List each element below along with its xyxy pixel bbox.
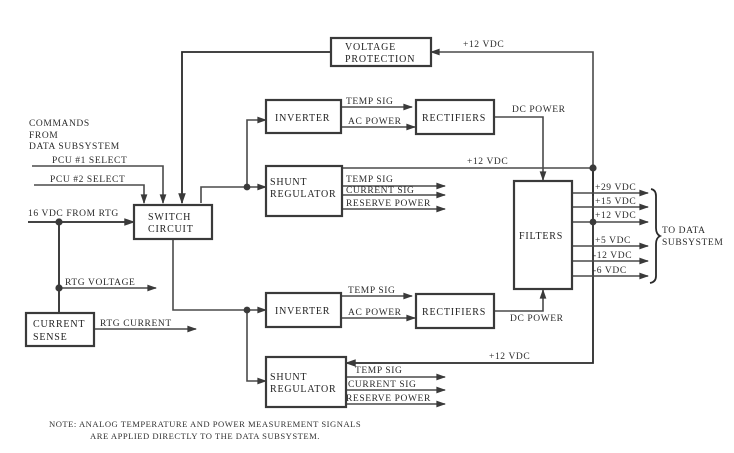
rectifiers-1-label: RECTIFIERS [422,113,486,124]
commands-label-3: DATA SUBSYSTEM [29,142,120,152]
plus12-bus-wire [344,168,594,367]
rectifiers1-dc-power-label: DC POWER [512,105,566,115]
plus12-mid-label: +12 VDC [467,157,508,167]
junction-dot [243,183,251,191]
switch-circuit-label-2: CIRCUIT [148,224,194,235]
junction-dot [589,164,597,172]
commands-label-1: COMMANDS [29,119,90,129]
shunt-regulator-1-block: SHUNT REGULATOR [264,164,344,218]
commands-label-2: FROM [29,131,58,141]
shunt-regulator-2-label-1: SHUNT [270,372,307,383]
pcu1-select-wire [32,165,167,204]
filters-block: FILTERS [512,179,574,291]
voltage-protection-block: VOLTAGE PROTECTION [329,36,433,68]
output-plus15-label: +15 VDC [595,197,636,207]
output-plus5-label: +5 VDC [595,236,631,246]
shunt1-current-sig-label: CURRENT SIG [346,186,414,196]
shunt1-reserve-power-label: RESERVE POWER [346,199,431,209]
current-sense-label-2: SENSE [33,332,68,343]
output-minus6-label: -6 VDC [593,266,627,276]
pcu1-select-label: PCU #1 SELECT [52,156,127,166]
switch-circuit-block: SWITCH CIRCUIT [132,203,214,241]
pcu2-select-label: PCU #2 SELECT [50,175,125,185]
branch-to-inverter1-wire [246,116,267,187]
destination-label-2: SUBSYSTEM [662,238,723,248]
rectifiers2-dc-power-wire [494,289,547,312]
note-line-1: NOTE: ANALOG TEMPERATURE AND POWER MEASU… [49,419,361,429]
inverter-1-label: INVERTER [275,113,330,124]
rectifiers1-dc-power-wire [494,116,547,181]
destination-label-1: TO DATA [662,226,706,236]
inverter-2-label: INVERTER [275,306,330,317]
inverter2-ac-power-label: AC POWER [348,308,402,318]
switch-to-shunt1-wire [200,183,267,203]
output-brace [649,188,663,284]
rectifiers-2-label: RECTIFIERS [422,307,486,318]
inverter-2-block: INVERTER [264,291,343,329]
voltage-protection-label-1: VOLTAGE [345,42,396,53]
switch-to-inverter2-wire [172,239,267,314]
rectifiers2-dc-power-label: DC POWER [510,314,564,324]
plus12-bottom-label: +12 VDC [489,352,530,362]
shunt2-reserve-power-label: RESERVE POWER [346,394,431,404]
voltage-protection-to-switch-wire [178,51,331,205]
note-line-2: ARE APPLIED DIRECTLY TO THE DATA SUBSYST… [90,431,320,441]
junction-dot [243,306,251,314]
filters-label: FILTERS [519,231,563,242]
voltage-protection-label-2: PROTECTION [345,54,415,65]
shunt2-current-sig-label: CURRENT SIG [348,380,416,390]
pcu2-select-wire [34,184,148,204]
inverter1-ac-power-label: AC POWER [348,117,402,127]
plus12-top-label: +12 VDC [463,40,504,50]
rtg-input-label: 16 VDC FROM RTG [28,209,119,219]
rectifiers-2-block: RECTIFIERS [414,292,496,330]
shunt1-temp-sig-label: TEMP SIG [346,175,393,185]
output-plus29-label: +29 VDC [595,183,636,193]
branch-to-shunt2-wire [246,310,267,385]
switch-circuit-label-1: SWITCH [148,212,191,223]
junction-dot [55,218,63,226]
shunt-regulator-1-label-2: REGULATOR [270,189,336,200]
inverter-1-block: INVERTER [264,98,343,135]
current-sense-block: CURRENT SENSE [24,311,96,348]
output-minus12-label: -12 VDC [593,251,632,261]
output-plus12-label: +12 VDC [595,211,636,221]
shunt-regulator-2-label-2: REGULATOR [270,384,336,395]
junction-dot [589,218,597,226]
rtg-voltage-label: RTG VOLTAGE [65,278,135,288]
rtg-current-label: RTG CURRENT [100,319,172,329]
current-sense-label-1: CURRENT [33,319,85,330]
inverter1-temp-sig-label: TEMP SIG [346,97,393,107]
rectifiers-1-block: RECTIFIERS [414,98,496,136]
inverter2-temp-sig-label: TEMP SIG [348,286,395,296]
shunt-regulator-2-block: SHUNT REGULATOR [264,355,348,409]
shunt-regulator-1-label-1: SHUNT [270,177,307,188]
junction-dot [55,284,63,292]
shunt2-temp-sig-label: TEMP SIG [355,366,402,376]
plus12-feedback-top-wire [430,48,594,196]
